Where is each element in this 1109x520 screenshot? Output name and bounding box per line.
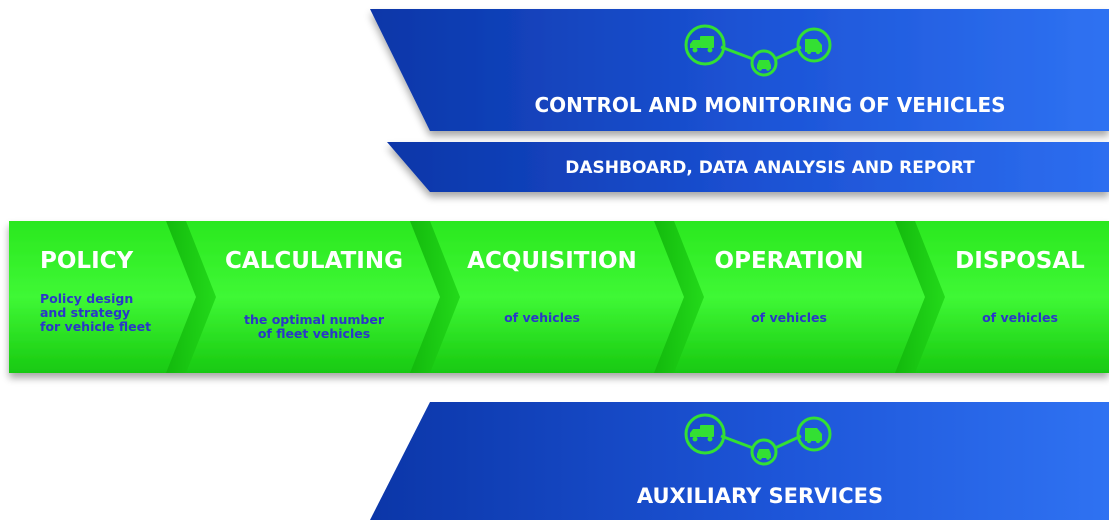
auxiliary-banner-shape <box>370 402 1109 520</box>
stage-description-calculating: the optimal number of fleet vehicles <box>243 312 384 341</box>
chevron-3 <box>654 221 704 373</box>
stage-heading-acquisition: ACQUISITION <box>467 248 637 274</box>
stage-description-policy: Policy design and strategy for vehicle f… <box>40 291 152 334</box>
stage-description-disposal: of vehicles <box>982 310 1058 325</box>
vehicle-network-icon <box>684 24 832 77</box>
chevron-4 <box>895 221 945 373</box>
stage-heading-disposal: DISPOSAL <box>955 248 1085 274</box>
control-banner-title: CONTROL AND MONITORING OF VEHICLES <box>534 93 1006 117</box>
stage-description-operation: of vehicles <box>751 310 827 325</box>
stage-description-acquisition: of vehicles <box>504 310 580 325</box>
auxiliary-banner-title: AUXILIARY SERVICES <box>636 484 884 508</box>
dashboard-banner-shape <box>387 142 1109 192</box>
control-banner-shape <box>370 9 1109 131</box>
chevron-1 <box>166 221 216 373</box>
dashboard-banner-title: DASHBOARD, DATA ANALYSIS AND REPORT <box>565 158 975 178</box>
chevron-2 <box>410 221 460 373</box>
stage-heading-calculating: CALCULATING <box>225 248 403 274</box>
chevron-separators <box>166 221 945 373</box>
stage-heading-operation: OPERATION <box>714 248 864 274</box>
stage-heading-policy: POLICY <box>40 248 134 274</box>
vehicle-network-icon-bottom <box>684 413 832 466</box>
